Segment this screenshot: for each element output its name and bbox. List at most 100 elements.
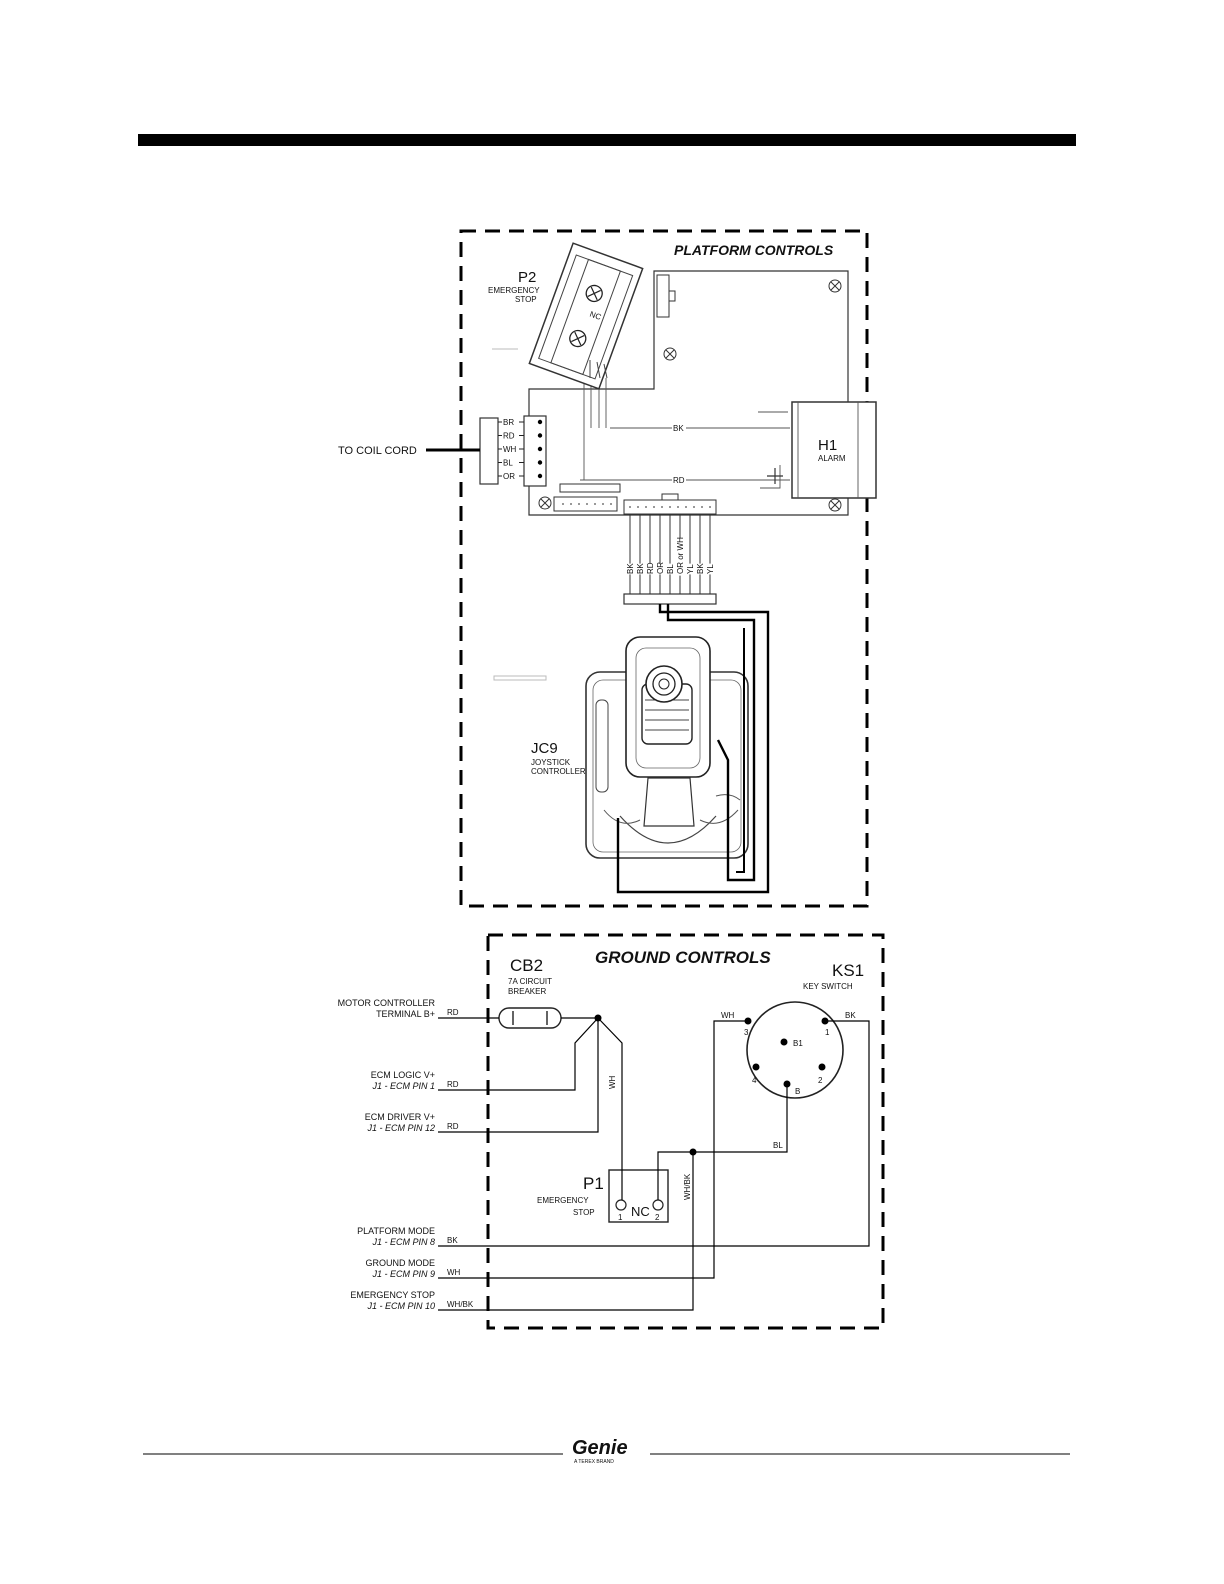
connection-label-line1: GROUND MODE <box>366 1258 436 1268</box>
harness-wire-label-bg <box>646 563 654 575</box>
p2-emergency-stop: NC <box>528 242 644 390</box>
ks1-terminal <box>818 1063 826 1071</box>
coil-pin <box>537 460 543 465</box>
circuit-board <box>528 270 849 516</box>
ks1-sub: KEY SWITCH <box>803 982 853 991</box>
coil-pin <box>537 446 543 452</box>
harness-wire-label: OR <box>656 562 665 574</box>
connection-label-line2: J1 - ECM PIN 9 <box>371 1269 435 1279</box>
ks1-pin: B1 <box>793 1039 803 1048</box>
ks1-terminal <box>780 1038 788 1046</box>
cb2-line1: 7A CIRCUIT <box>508 977 552 986</box>
harness-wire-label: BK <box>696 563 705 574</box>
coil-wire-label: OR <box>503 472 515 481</box>
connection-label-line2: J1 - ECM PIN 10 <box>366 1301 435 1311</box>
p1-contact-label: NC <box>631 1204 650 1219</box>
board-wire-label-bg <box>672 423 686 432</box>
connection-label-line1: EMERGENCY STOP <box>350 1290 435 1300</box>
cb2-junction <box>594 1014 602 1022</box>
joystick-lower <box>643 777 695 827</box>
p2-line2: STOP <box>515 295 537 304</box>
jc9-line2: CONTROLLER <box>531 767 586 776</box>
jc9-line1: JOYSTICK <box>531 758 571 767</box>
coil-wire-label-bg <box>502 445 519 453</box>
coil-wire-label: RD <box>503 432 515 441</box>
plus-mark <box>767 468 783 484</box>
joystick-cable <box>616 604 770 894</box>
coil-wire-label-bg <box>502 472 519 480</box>
coil-wire-label: BL <box>503 459 513 468</box>
coil-wires: BR RD WH BL OR <box>498 418 543 481</box>
cb2-breaker <box>498 1007 562 1029</box>
board-wire-label-bg <box>672 475 686 484</box>
coil-connector-plug <box>479 417 499 485</box>
connection-wire-color: RD <box>447 1122 459 1131</box>
coil-wire-label-bg <box>502 418 519 426</box>
connection-label-line1: ECM DRIVER V+ <box>365 1112 435 1122</box>
h1-alarm-detail <box>797 402 859 498</box>
p2-ref: P2 <box>518 269 536 286</box>
harness-wire-label-bg <box>696 563 704 575</box>
p2-lead-wires <box>589 360 608 379</box>
coil-wire-label-bg <box>502 458 519 467</box>
harness-wire-label: BK <box>626 563 635 574</box>
p1-pin-1: 1 <box>618 1213 623 1222</box>
p2-line1: EMERGENCY <box>488 286 540 295</box>
p1-terminal-2 <box>652 1199 664 1211</box>
ks1-wire-right: BK <box>845 1011 856 1020</box>
harness-connector-key <box>661 493 679 501</box>
connection-label-line1: MOTOR CONTROLLER <box>338 998 436 1008</box>
harness-wire-label-bg <box>666 563 674 575</box>
harness-wire-label: BL <box>666 564 675 574</box>
board-connector <box>553 496 618 512</box>
connection-wire-color: RD <box>447 1080 459 1089</box>
connection-wire-color: RD <box>447 1008 459 1017</box>
joystick-grip <box>641 665 693 745</box>
coil-pin <box>537 473 543 479</box>
harness-wire-label: RD <box>646 562 655 574</box>
ks1-pin: 2 <box>818 1076 823 1085</box>
ground-wiring <box>438 1017 870 1311</box>
connection-label-line2: J1 - ECM PIN 8 <box>371 1237 435 1247</box>
connection-wire-color: BK <box>447 1236 458 1245</box>
board-wire-top-label: BK <box>673 424 684 433</box>
coil-wire-label: WH <box>503 445 517 454</box>
harness-wire-label-bg <box>636 563 644 575</box>
harness-wire-label-bg <box>706 563 714 575</box>
coil-connector <box>523 415 547 487</box>
coil-pin <box>537 419 543 425</box>
joystick-side-slot <box>595 699 609 793</box>
ks1-pin: 4 <box>752 1076 757 1085</box>
connection-label-line2: J1 - ECM PIN 1 <box>371 1081 435 1091</box>
joystick-foot <box>619 815 717 844</box>
platform-controls-title: PLATFORM CONTROLS <box>674 242 834 258</box>
board-connector <box>559 483 621 493</box>
ks1-terminal <box>752 1063 760 1071</box>
board-wire-bottom-label: RD <box>673 476 685 485</box>
ks1-pin: 3 <box>744 1028 749 1037</box>
cb2-line2: BREAKER <box>508 987 546 996</box>
platform-controls-boundary <box>459 229 869 908</box>
p1-ref: P1 <box>583 1174 604 1193</box>
ks1-pin: 1 <box>825 1028 830 1037</box>
connection-label-line1: PLATFORM MODE <box>357 1226 435 1236</box>
harness-wire-label: YL <box>706 564 715 574</box>
p1-terminal-1 <box>615 1199 627 1211</box>
board-screw <box>538 279 842 512</box>
connection-label-line2: J1 - ECM PIN 12 <box>366 1123 435 1133</box>
coil-wire-label: BR <box>503 418 514 427</box>
leader-mark <box>493 675 547 681</box>
ks1-ref: KS1 <box>832 961 864 980</box>
ground-controls-title: GROUND CONTROLS <box>595 948 771 967</box>
ks1-wire-left: WH <box>721 1011 735 1020</box>
jc9-ref: JC9 <box>531 740 558 757</box>
h1-alarm <box>791 401 877 499</box>
board-component <box>656 274 670 318</box>
harness-wire-label: YL <box>686 564 695 574</box>
ks1-key-switch <box>746 1001 844 1099</box>
ks1-wire-bottom: BL <box>773 1141 783 1150</box>
ks1-pin: B <box>795 1087 800 1096</box>
p1-line2: STOP <box>573 1208 595 1217</box>
